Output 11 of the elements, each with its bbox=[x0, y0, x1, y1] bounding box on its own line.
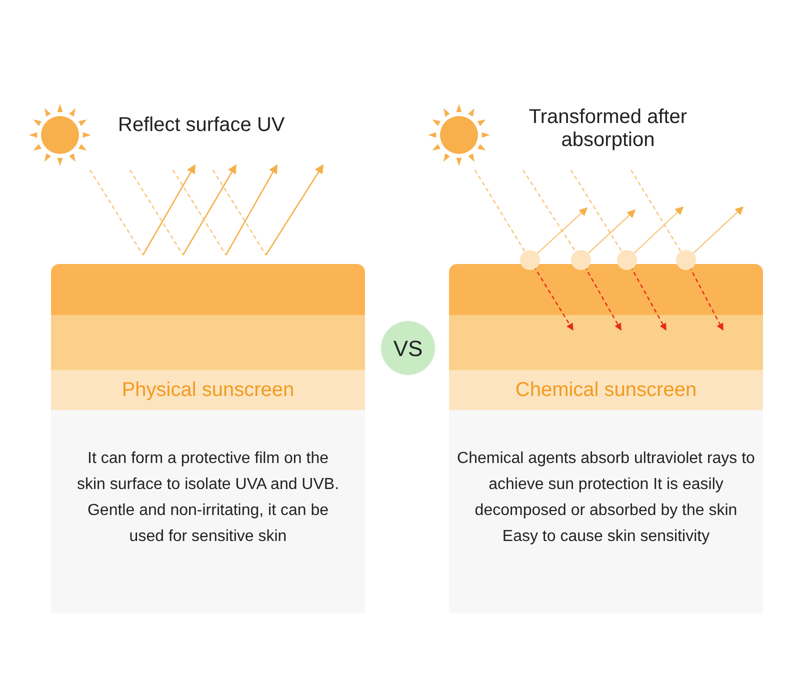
heading-text: Transformed after absorption bbox=[528, 106, 688, 152]
skin-layers bbox=[51, 264, 365, 410]
sunscreen-label: Physical sunscreen bbox=[122, 378, 294, 403]
heading-text: Reflect surface UV bbox=[118, 114, 286, 137]
description-card bbox=[449, 410, 763, 613]
description-text: It can form a protective film on the skin surface to isolate UVA and UVB. Gentle and non-irritating, it can be used for sensitive skin bbox=[76, 449, 340, 547]
description-text: Chemical agents absorb ultraviolet rays to achieve sun protection It is easily decomposed or absorbed by the skin Easy to cause skin sensitivity bbox=[456, 449, 756, 547]
sunscreen-label: Chemical sunscreen bbox=[515, 378, 697, 403]
vs-badge: VS bbox=[381, 321, 435, 375]
skin-layers bbox=[449, 264, 763, 410]
description-card bbox=[51, 410, 365, 613]
